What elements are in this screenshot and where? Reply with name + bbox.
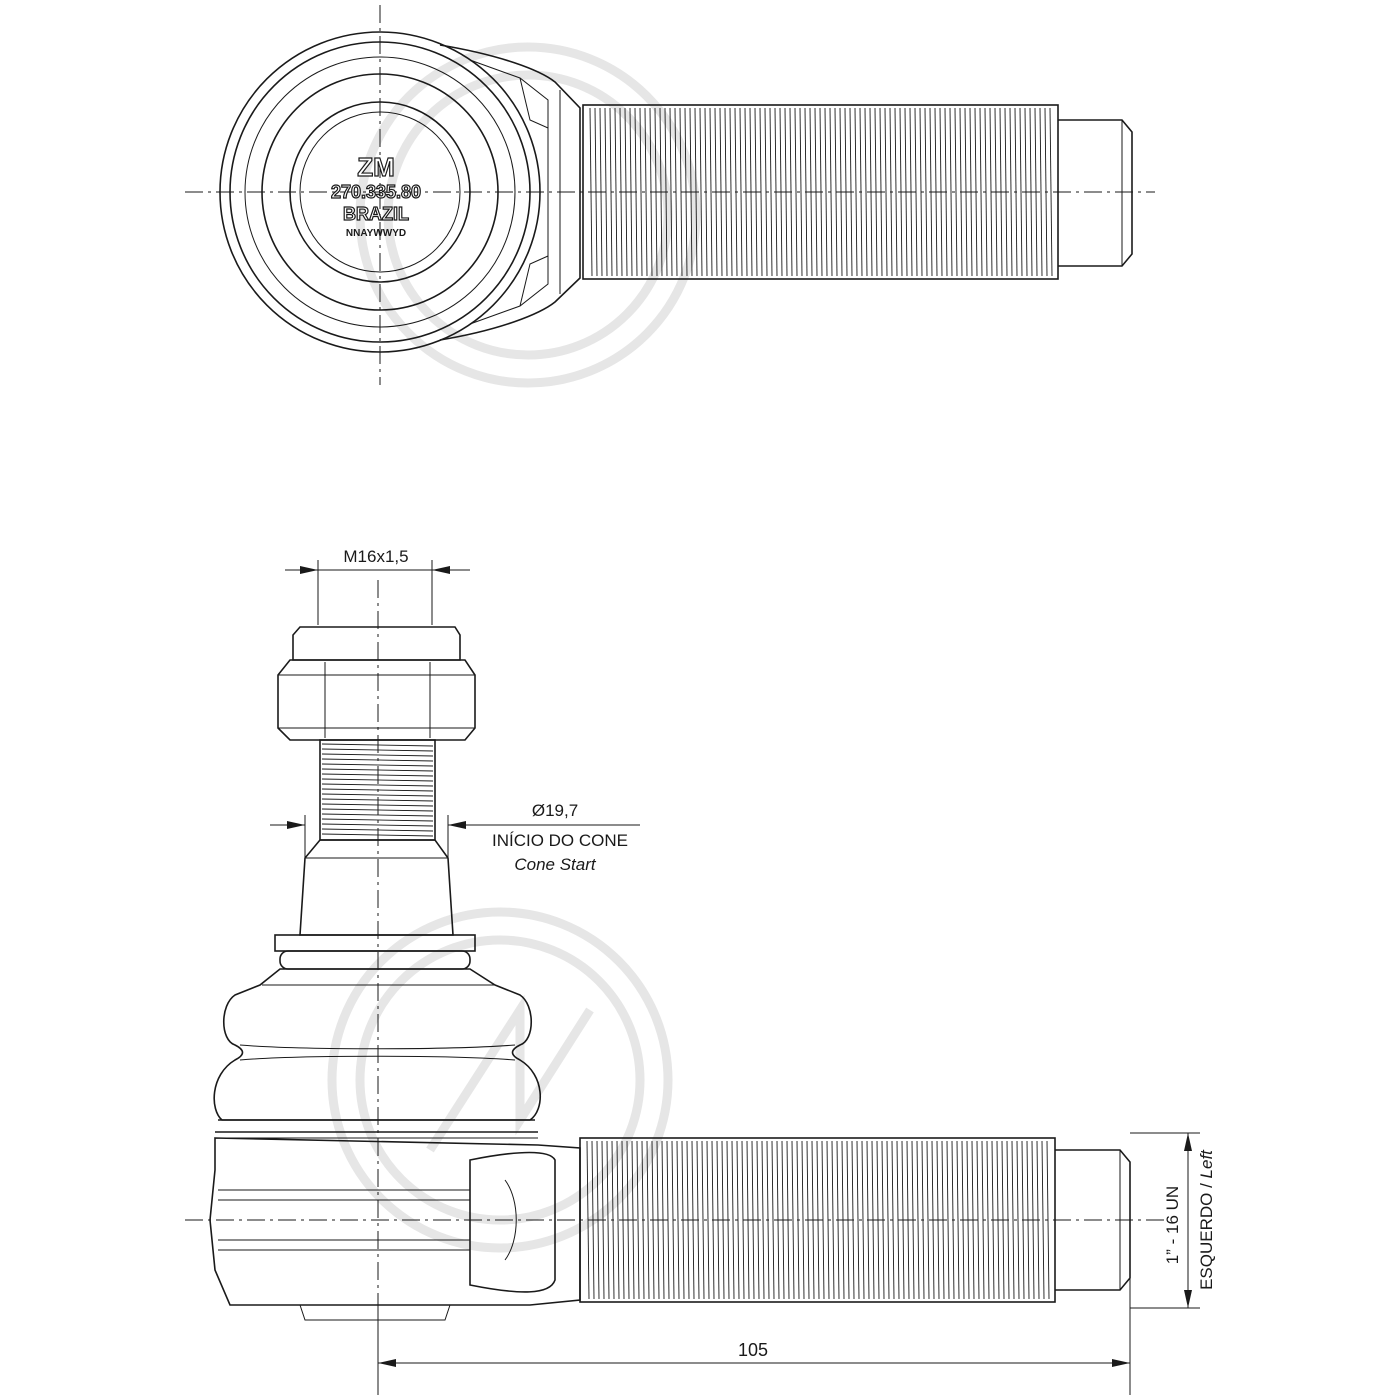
dimension-overall-length: 105 [377, 1270, 1131, 1395]
thread-hand-label: ESQUERDO / Left [1197, 1149, 1216, 1290]
marking-part-number: 270.335.80 [331, 182, 421, 202]
cone-start-label-en: Cone Start [514, 855, 597, 874]
dimension-cone-diameter: Ø19,7 INÍCIO DO CONE Cone Start [270, 801, 640, 874]
marking-brand: ZM [357, 152, 395, 182]
cone-start-label: INÍCIO DO CONE [492, 831, 628, 850]
dimension-stud-thread: M16x1,5 [285, 547, 470, 625]
part-marking: ZM 270.335.80 BRAZIL NNAYWWYD [330, 151, 421, 239]
side-view [185, 580, 1165, 1360]
dimension-shank-thread: 1” - 16 UN ESQUERDO / Left [1130, 1132, 1216, 1309]
cone-diameter-label: Ø19,7 [532, 801, 578, 820]
marking-date-code: NNAYWWYD [346, 228, 406, 239]
shank-thread-label: 1” - 16 UN [1163, 1186, 1182, 1264]
top-view: ZM 270.335.80 BRAZIL NNAYWWYD [185, 5, 1155, 385]
overall-length-label: 105 [738, 1340, 768, 1360]
stud-thread-label: M16x1,5 [343, 547, 408, 566]
marking-origin: BRAZIL [343, 204, 409, 224]
